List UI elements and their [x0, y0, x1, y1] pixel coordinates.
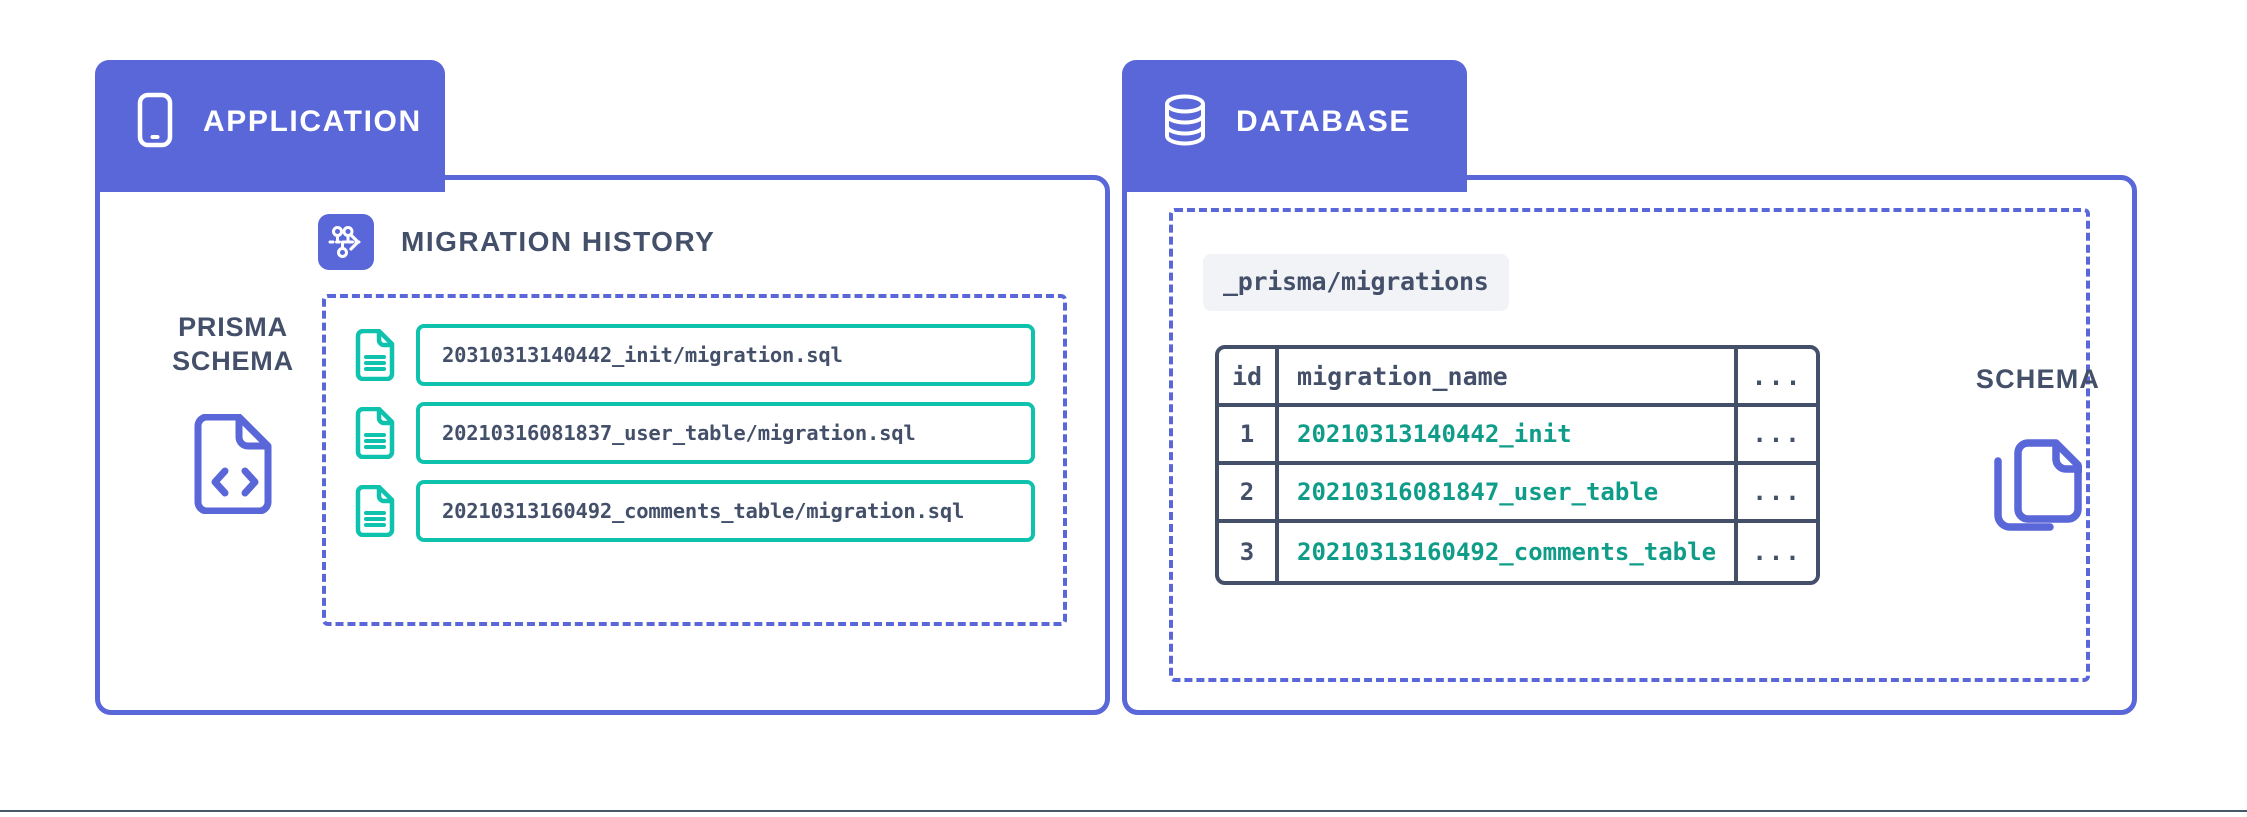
schema-block: SCHEMA [1943, 364, 2133, 535]
cell-more: ... [1738, 407, 1817, 465]
file-copy-icon [1990, 437, 2086, 535]
cell-id: 2 [1219, 465, 1279, 523]
prisma-schema-label-line1: PRISMA [178, 312, 288, 342]
migration-file-chip[interactable]: 20210316081837_user_table/migration.sql [416, 402, 1035, 464]
application-tab-merge [99, 168, 441, 186]
cell-migration-name: 20210313140442_init [1279, 407, 1739, 465]
table-row[interactable]: 1 20210313140442_init ... [1219, 407, 1817, 465]
table-row[interactable]: 3 20210313160492_comments_table ... [1219, 523, 1816, 581]
table-header-row: id migration_name ... [1219, 349, 1817, 407]
migration-file-chip[interactable]: 20310313140442_init/migration.sql [416, 324, 1035, 386]
cell-more: ... [1738, 465, 1817, 523]
database-tab-label: DATABASE [1236, 105, 1412, 138]
column-header-more: ... [1738, 349, 1817, 407]
migration-file-list: 20310313140442_init/migration.sql [354, 324, 1035, 542]
file-code-icon [190, 413, 276, 515]
migration-file-name: 20210313160492_comments_table/migration.… [442, 499, 965, 523]
prisma-schema-label-line2: SCHEMA [172, 346, 294, 377]
migration-history-header: MIGRATION HISTORY [318, 214, 715, 270]
schema-label: SCHEMA [1975, 364, 2101, 394]
file-lines-icon [354, 406, 396, 460]
migration-history-dashed-box: 20310313140442_init/migration.sql [322, 294, 1067, 626]
column-header-migration-name: migration_name [1279, 349, 1739, 407]
file-lines-icon [354, 328, 396, 382]
table-row[interactable]: 2 20210316081847_user_table ... [1219, 465, 1817, 523]
column-header-id: id [1219, 349, 1279, 407]
prisma-migrations-path-text: _prisma/migrations [1223, 267, 1489, 296]
mobile-phone-icon [137, 92, 173, 153]
list-item[interactable]: 20310313140442_init/migration.sql [354, 324, 1035, 386]
git-branch-arrow-icon [318, 214, 374, 270]
cell-migration-name: 20210316081847_user_table [1279, 465, 1739, 523]
database-dashed-box: _prisma/migrations id migration_name ... [1169, 208, 2099, 682]
list-item[interactable]: 20210313160492_comments_table/migration.… [354, 480, 1035, 542]
cell-more: ... [1752, 538, 1802, 566]
database-cylinder-icon [1164, 94, 1206, 151]
migration-file-name: 20310313140442_init/migration.sql [442, 343, 843, 367]
prisma-schema-block: PRISMA SCHEMA [138, 310, 328, 515]
application-tab-label: APPLICATION [203, 105, 422, 138]
cell-id: 3 [1219, 523, 1279, 581]
cell-id: 1 [1219, 407, 1279, 465]
cell-migration-name: 20210313160492_comments_table [1279, 523, 1739, 581]
database-panel-body: _prisma/migrations id migration_name ... [1122, 175, 2137, 715]
migration-file-chip[interactable]: 20210313160492_comments_table/migration.… [416, 480, 1035, 542]
migration-history-title: MIGRATION HISTORY [401, 226, 716, 257]
file-lines-icon [354, 484, 396, 538]
application-panel-body: PRISMA SCHEMA [95, 175, 1110, 715]
database-tab-merge [1126, 168, 1463, 186]
migration-file-name: 20210316081837_user_table/migration.sql [442, 421, 916, 445]
list-item[interactable]: 20210316081837_user_table/migration.sql [354, 402, 1035, 464]
bottom-divider [0, 810, 2247, 812]
migrations-table: id migration_name ... 1 20210313140442_i… [1215, 345, 1821, 585]
prisma-migrations-path-chip: _prisma/migrations [1203, 254, 1509, 311]
